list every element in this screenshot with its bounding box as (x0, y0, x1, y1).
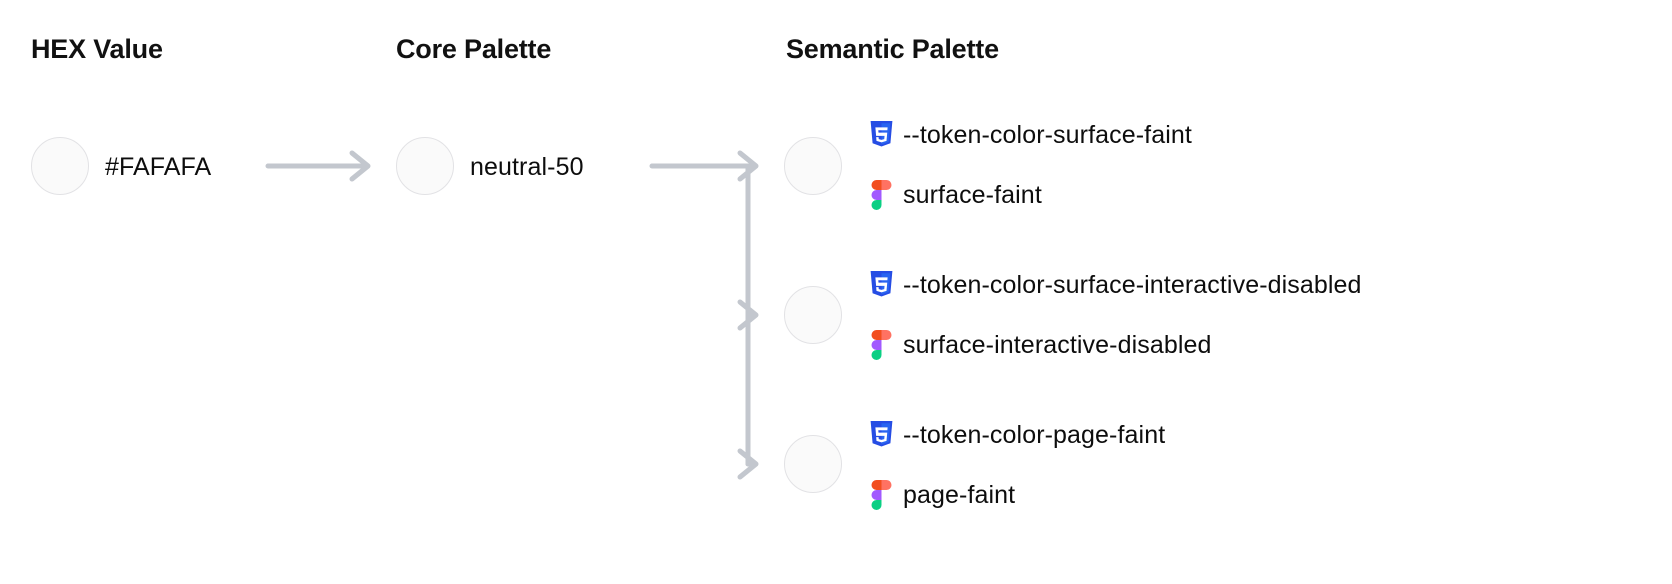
swatch-semantic-row-2[interactable] (784, 286, 842, 344)
semantic-row-1-figma-token: surface-faint (869, 180, 1042, 210)
column-header-semantic-palette: Semantic Palette (786, 34, 999, 64)
semantic-row-3-css-token: --token-color-page-faint (869, 421, 1165, 449)
css3-icon (869, 271, 894, 299)
semantic-row-2-figma-token: surface-interactive-disabled (869, 330, 1212, 360)
figma-icon (869, 480, 894, 510)
swatch-core-palette[interactable] (396, 137, 454, 195)
figma-icon (869, 180, 894, 210)
figma-token-text: surface-faint (903, 180, 1042, 209)
column-header-hex-value: HEX Value (31, 34, 163, 64)
css3-icon (869, 421, 894, 449)
css-token-text: --token-color-page-faint (903, 420, 1166, 449)
semantic-row-2-css-token: --token-color-surface-interactive-disabl… (869, 271, 1362, 299)
semantic-row-3-figma-token: page-faint (869, 480, 1016, 510)
swatch-semantic-row-3[interactable] (784, 435, 842, 493)
semantic-row-1-css-token: --token-color-surface-faint (869, 121, 1192, 149)
css-token-text: --token-color-surface-faint (903, 120, 1192, 149)
swatch-semantic-row-1[interactable] (784, 137, 842, 195)
hex-value-label: #FAFAFA (105, 153, 212, 181)
figma-icon (869, 330, 894, 360)
column-header-core-palette: Core Palette (396, 34, 552, 64)
figma-token-text: surface-interactive-disabled (903, 330, 1212, 359)
css3-icon (869, 121, 894, 149)
swatch-hex-value[interactable] (31, 137, 89, 195)
css-token-text: --token-color-surface-interactive-disabl… (903, 270, 1362, 299)
core-palette-label: neutral-50 (470, 153, 584, 181)
figma-token-text: page-faint (903, 480, 1016, 509)
